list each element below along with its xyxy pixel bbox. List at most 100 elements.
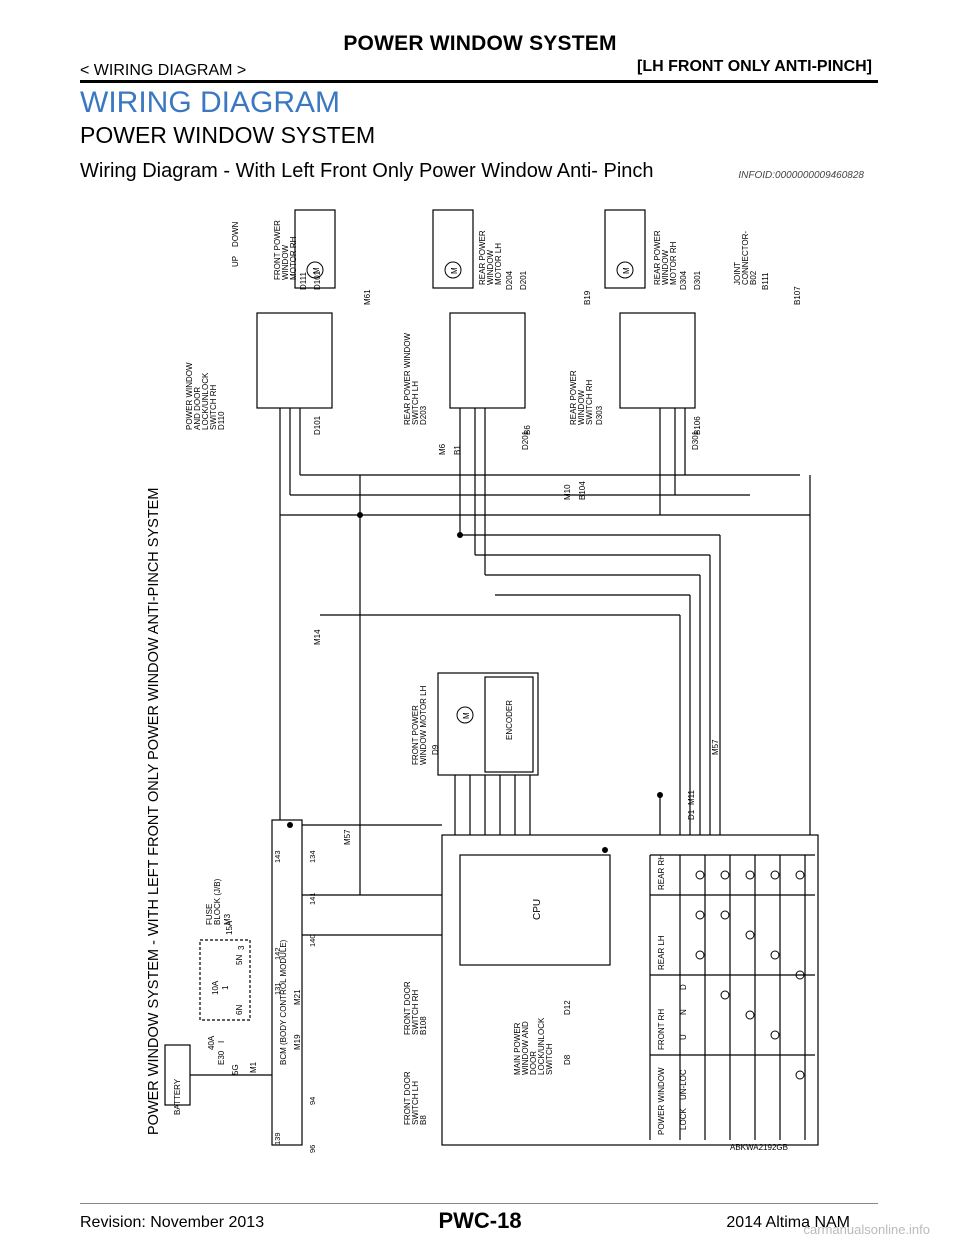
bcm-pin-143: 143	[273, 850, 282, 863]
bcm-pin-142: 142	[273, 947, 282, 960]
conn-d201: D201	[521, 430, 530, 450]
rear-rh-motor-2: WINDOW	[661, 249, 670, 285]
pin-5n: 5N	[235, 955, 244, 965]
main-switch-4: LOCK/UNLOCK	[537, 1017, 546, 1075]
door-sw-rh-1: FRONT DOOR	[403, 981, 412, 1035]
rear-sw-rh-2: WINDOW	[577, 389, 586, 425]
encoder-label: ENCODER	[505, 700, 514, 740]
door-sw-rh-2: SWITCH RH	[411, 989, 420, 1035]
footer-rule	[80, 1203, 878, 1204]
motor-m-rh: M	[312, 267, 321, 274]
joint-conn-2: CONNECTOR-	[741, 231, 750, 285]
conn-b6: B6	[523, 425, 532, 435]
table-head-rlh: REAR LH	[657, 935, 666, 970]
rear-sw-lh-1: REAR POWER WINDOW	[403, 333, 412, 425]
conn-b1: B1	[453, 445, 462, 455]
conn-m57: M57	[711, 739, 720, 755]
conn-m6: M6	[438, 443, 447, 455]
bcm-pin-labels: 139 131 142 94 140 141 96 143 134	[273, 850, 317, 1153]
main-switch-3: DOOR	[529, 1051, 538, 1075]
table-col-u: U	[679, 1034, 688, 1040]
rear-lh-motor-conn-b: D201	[519, 270, 528, 290]
door-sw-lh-1: FRONT DOOR	[403, 1071, 412, 1125]
conn-m61: M61	[363, 289, 372, 305]
bcm-conn-b: M21	[293, 989, 302, 1005]
header-section: < WIRING DIAGRAM >	[80, 62, 247, 79]
side-title: POWER WINDOW SYSTEM - WITH LEFT FRONT ON…	[146, 488, 162, 1135]
fuse-a-num: I	[217, 1041, 226, 1043]
page-subheading: POWER WINDOW SYSTEM	[80, 122, 376, 148]
fuse-b-num: 1	[221, 985, 230, 990]
front-lh-motor-2: WINDOW MOTOR LH	[419, 685, 428, 765]
table-head-pw: POWER WINDOW	[657, 1067, 666, 1135]
joint-conn-code: B111	[761, 272, 770, 290]
rear-lh-motor-1: REAR POWER	[478, 230, 487, 285]
rear-sw-rh-1: REAR POWER	[569, 370, 578, 425]
front-rh-motor-conn-a: D111	[299, 272, 308, 290]
fuse-40a: 40A	[207, 1035, 216, 1050]
conn-d301: D301	[691, 430, 700, 450]
footer-model: 2014 Altima NAM	[726, 1214, 850, 1231]
fuse-c-num: 3	[237, 945, 246, 950]
diagram-code: ABKWA2192GB	[730, 1143, 788, 1152]
conn-e30: E30	[217, 1050, 226, 1065]
table-row-lock: LOCK	[679, 1108, 688, 1130]
main-switch-conn-b: D12	[563, 1000, 572, 1015]
door-sw-lh-2: SWITCH LH	[411, 1081, 420, 1125]
switch-rh-conn: D110	[217, 411, 226, 430]
motor-m-rlh: M	[450, 267, 459, 274]
fuse-block-label: FUSE	[205, 904, 214, 925]
bcm-pin-140: 140	[308, 934, 317, 947]
diagram-title: Wiring Diagram - With Left Front Only Po…	[80, 160, 654, 182]
rear-lh-motor-3: MOTOR LH	[494, 243, 503, 285]
pin-5g: 5G	[231, 1064, 240, 1075]
rear-rh-motor-1: REAR POWER	[653, 230, 662, 285]
fuse-block-label-2: BLOCK (J/B)	[213, 878, 222, 925]
bcm-pin-131: 131	[273, 982, 282, 995]
front-lh-motor-1: FRONT POWER	[411, 705, 420, 765]
table-row-unloc: UN-LOC	[679, 1069, 688, 1100]
conn-d1: D1	[687, 809, 696, 820]
rear-sw-rh-conn: D303	[595, 405, 604, 425]
motor-up-rh: UP	[231, 256, 240, 267]
footer-page-number: PWC-18	[438, 1208, 522, 1233]
front-rh-motor-1: FRONT POWER	[273, 220, 282, 280]
front-rh-motor-conn-b: D101	[313, 270, 322, 290]
front-rh-motor-3: MOTOR RH	[289, 236, 298, 280]
rear-rh-motor-conn-a: D304	[679, 270, 688, 290]
page-heading: WIRING DIAGRAM	[80, 86, 340, 119]
side-title-group: POWER WINDOW SYSTEM - WITH LEFT FRONT ON…	[146, 488, 162, 1135]
conn-m10: M10	[563, 484, 572, 500]
conn-m11: M11	[687, 789, 696, 805]
bcm-label: BCM (BODY CONTROL MODULE)	[279, 939, 288, 1065]
info-id: INFOID:0000000009460828	[738, 170, 864, 181]
ground-m57: M57	[343, 829, 352, 845]
main-switch-2: WINDOW AND	[521, 1021, 530, 1075]
main-switch-1: MAIN POWER	[513, 1022, 522, 1075]
footer-watermark: carmanualsonline.info	[803, 1222, 930, 1237]
switch-rh-3: LOCK/UNLOCK	[201, 372, 210, 430]
bcm-pin-141: 141	[308, 892, 317, 905]
switch-rh-1: POWER WINDOW	[185, 362, 194, 430]
motor-down-rh: DOWN	[231, 221, 240, 247]
conn-m1: M1	[249, 1061, 258, 1073]
table-col-d: D	[679, 984, 688, 990]
table-head-frh: FRONT RH	[657, 1009, 666, 1050]
conn-b107: B107	[793, 286, 802, 305]
fuse-10a: 10A	[211, 980, 220, 995]
rear-sw-lh-conn: D203	[419, 405, 428, 425]
fuse-15a: 15A	[225, 920, 234, 935]
bcm-pin-94: 94	[308, 1097, 317, 1105]
bcm-pin-96: 96	[308, 1145, 317, 1153]
motor-m-flh: M	[462, 712, 471, 719]
table-col-n: N	[679, 1009, 688, 1015]
header-title: POWER WINDOW SYSTEM	[343, 32, 617, 55]
bcm-conn-a: M19	[293, 1034, 302, 1050]
rear-lh-motor-conn-a: D204	[505, 270, 514, 290]
switch-rh-4: SWITCH RH	[209, 384, 218, 430]
header-variant: [LH FRONT ONLY ANTI-PINCH]	[637, 58, 872, 75]
battery-label: BATTERY	[173, 1078, 182, 1115]
door-sw-rh-conn: B108	[419, 1016, 428, 1035]
footer-revision: Revision: November 2013	[80, 1214, 265, 1231]
fuse-block-conn: M3	[223, 913, 232, 925]
